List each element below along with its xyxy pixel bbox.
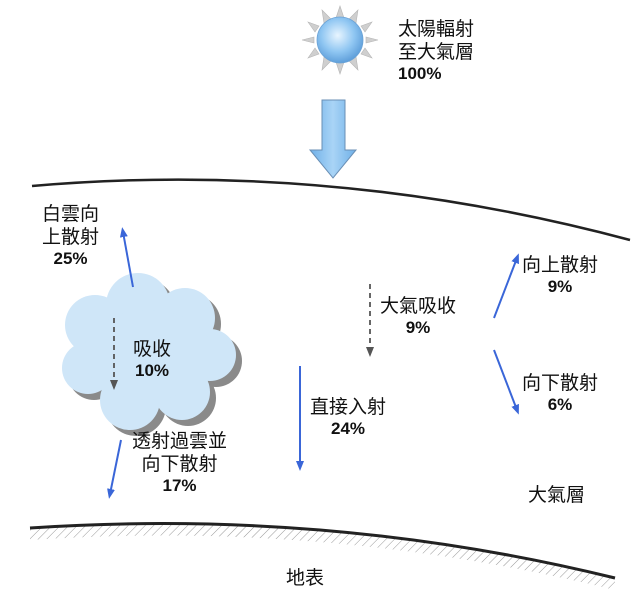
- scatter-down-value: 6%: [547, 395, 573, 415]
- scatter-up-text: 向上散射: [522, 254, 599, 276]
- solar-line1: 太陽輻射: [398, 18, 475, 40]
- solar-line2: 至大氣層: [398, 41, 475, 64]
- sun-icon: [301, 5, 379, 75]
- direct-value: 24%: [330, 419, 366, 439]
- atmos-absorb-label: 大氣吸收 9%: [380, 295, 456, 339]
- scatter-up-arrow: [493, 253, 519, 319]
- scatter-down-text: 向下散射: [522, 372, 599, 394]
- ground-text: 地表: [286, 567, 325, 589]
- atmos-absorb-value: 9%: [405, 318, 431, 338]
- cloud-absorb-text: 吸收: [133, 338, 172, 360]
- cloud-reflect-line2: 上散射: [42, 226, 100, 249]
- cloud-transmit-value: 17%: [162, 476, 197, 496]
- atmos-absorb-text: 大氣吸收: [380, 295, 457, 317]
- cloud-transmit-arrow: [107, 439, 122, 499]
- cloud-reflect-arrow: [119, 227, 134, 288]
- atmosphere-top-boundary: [31, 178, 631, 242]
- solar-value: 100%: [398, 64, 442, 84]
- cloud-transmit-line1: 透射過雲並: [132, 430, 228, 452]
- ground-surface-line: [29, 522, 616, 580]
- cloud-reflect-label: 白雲向 上散射 25%: [42, 203, 99, 270]
- cloud-transmit-line2: 向下散射: [141, 453, 218, 476]
- scatter-up-label: 向上散射 9%: [522, 254, 598, 298]
- ground-hatch: [30, 523, 615, 590]
- scatter-down-arrow: [493, 349, 519, 415]
- direct-label: 直接入射 24%: [310, 396, 386, 440]
- cloud-icon: [62, 273, 242, 436]
- cloud-absorb-value: 10%: [134, 361, 170, 381]
- cloud-reflect-value: 25%: [53, 249, 88, 269]
- scatter-down-label: 向下散射 6%: [522, 372, 598, 416]
- atmosphere-label: 大氣層: [528, 484, 585, 507]
- atmosphere-text: 大氣層: [528, 484, 586, 506]
- ground-label: 地表: [286, 567, 324, 590]
- solar-radiation-label: 太陽輻射 至大氣層 100%: [398, 18, 474, 85]
- cloud-transmit-label: 透射過雲並 向下散射 17%: [132, 430, 227, 497]
- direct-text: 直接入射: [310, 396, 387, 418]
- scatter-up-value: 9%: [547, 277, 573, 297]
- cloud-reflect-line1: 白雲向: [42, 203, 100, 225]
- incoming-radiation-arrow: [308, 99, 358, 179]
- cloud-absorb-label: 吸收 10%: [133, 338, 171, 382]
